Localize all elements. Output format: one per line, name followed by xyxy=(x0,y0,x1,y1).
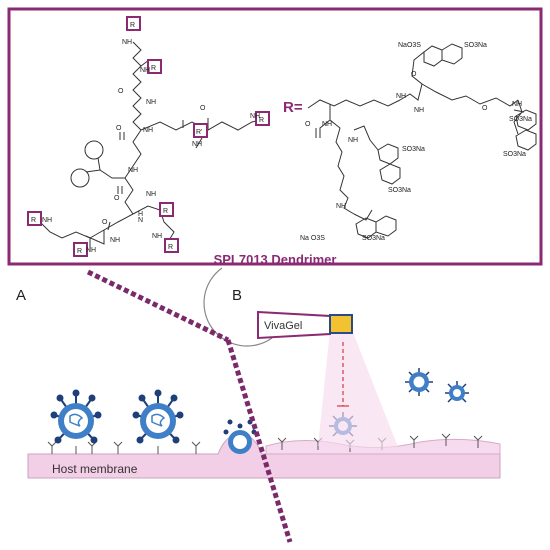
sulfonate-label: SO3Na xyxy=(509,116,532,123)
panel-b-label: B xyxy=(232,287,242,304)
dendrimer-atom-labels: NH NH O NH O NH NH NH O NH O NH NH O NH … xyxy=(42,39,260,254)
o-label: O xyxy=(118,88,124,95)
r-substituent-labels: NH NH O O NH NH NH NH O NaO3S SO3Na SO3N… xyxy=(300,42,532,242)
nh-label: NH xyxy=(192,141,202,148)
nh-label: NH xyxy=(110,237,120,244)
r-equals-label: R= xyxy=(283,99,303,116)
nh-label: NH xyxy=(250,113,260,120)
nh-label: NH xyxy=(348,137,358,144)
r-label: R xyxy=(259,117,264,124)
nh-label: NH xyxy=(414,107,424,114)
virus-free-2 xyxy=(445,381,469,403)
dendrimer-r-boxes xyxy=(27,16,270,257)
r-label: R xyxy=(130,22,135,29)
dendrimer-title: SPL7013 Dendrimer xyxy=(214,252,337,267)
virus-large-1 xyxy=(50,389,102,454)
nh-label: NH xyxy=(396,93,406,100)
panel-a-label: A xyxy=(16,287,26,304)
r-label: R xyxy=(31,217,36,224)
divider-right xyxy=(225,339,293,543)
o-label: O xyxy=(305,121,311,128)
nh-label: NH xyxy=(143,127,153,134)
sulfonate-label: Na O3S xyxy=(300,235,325,242)
divider-left xyxy=(86,269,230,343)
r-substituent-bonds xyxy=(307,43,537,239)
nh-label: NH xyxy=(146,99,156,106)
nh-label: NH xyxy=(512,101,522,108)
o-label: O xyxy=(482,105,488,112)
nh-label: NH xyxy=(122,39,132,46)
chemistry-frame xyxy=(7,7,543,266)
sulfonate-label: SO3Na xyxy=(388,187,411,194)
o-label: O xyxy=(200,105,206,112)
vivagel-applicator: VivaGel xyxy=(257,310,400,452)
dendrimer-r-labels: R R R R' R R R R xyxy=(31,22,264,255)
nh-label: NH xyxy=(86,247,96,254)
sulfonate-label: SO3Na xyxy=(464,42,487,49)
host-membrane-label: Host membrane xyxy=(52,462,138,476)
vivagel-tip xyxy=(329,314,353,334)
nh-label: NH xyxy=(152,233,162,240)
o-label: O xyxy=(116,125,122,132)
r-prime-label: R' xyxy=(196,129,202,136)
o-label: O xyxy=(102,219,108,226)
o-label: O xyxy=(411,71,417,78)
sulfonate-label: SO3Na xyxy=(362,235,385,242)
nh-label: NH xyxy=(42,217,52,224)
nh-label: NH xyxy=(146,191,156,198)
r-label: R xyxy=(77,248,82,255)
h-label: H xyxy=(138,211,143,218)
o-label: O xyxy=(114,195,120,202)
inhibition-marker xyxy=(337,342,349,407)
nh-label: NH xyxy=(336,203,346,210)
virus-large-2 xyxy=(132,389,184,454)
nh-label: NH xyxy=(140,67,150,74)
n-label: N xyxy=(138,217,143,224)
sulfonate-label: SO3Na xyxy=(503,151,526,158)
sulfonate-label: NaO3S xyxy=(398,42,421,49)
r-label: R xyxy=(151,65,156,72)
sulfonate-label: SO3Na xyxy=(402,146,425,153)
gel-spray-cone xyxy=(318,330,400,452)
nh-label: NH xyxy=(128,167,138,174)
dendrimer-bonds xyxy=(39,41,269,250)
r-label: R xyxy=(163,208,168,215)
vivagel-label: VivaGel xyxy=(264,320,302,332)
r-label: R xyxy=(168,244,173,251)
nh-label: NH xyxy=(322,121,332,128)
magnifier-arc xyxy=(203,267,273,347)
virus-free-1 xyxy=(405,368,433,396)
